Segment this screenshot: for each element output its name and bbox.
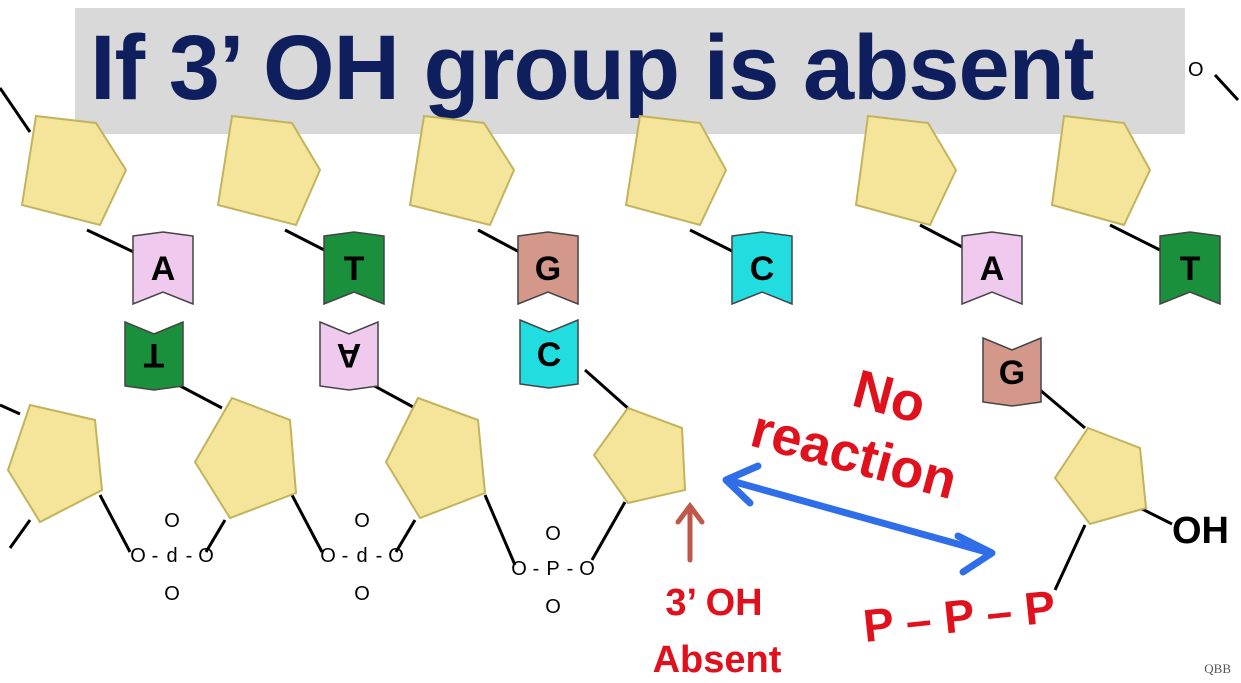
phosphate-atom: P [546,558,559,580]
base-letter: A [980,250,1005,288]
base-shape [132,231,194,306]
sugar-ring [6,403,104,524]
base-letter: C [537,336,562,374]
phosphate-group: O-d-OOO [320,510,404,605]
sugar-ring [1053,426,1148,526]
base-G: G [982,336,1042,407]
phosphate-atom: O [130,545,146,567]
phosphate-atom: - [186,545,193,567]
base-letter: T [1180,250,1201,288]
base-letter: A [151,250,176,288]
base-T: T [1159,231,1221,306]
phosphate-group: O-d-OOO [130,510,214,605]
sugar-ring [216,114,322,227]
phosphate-atom: O [164,510,180,532]
base-shape [124,320,184,391]
base-letter: T [344,250,365,288]
phosphate-atom: O [511,558,527,580]
partial-o-label: O [1188,59,1204,81]
sugar-ring [408,114,516,227]
phosphate-atom: O [198,545,214,567]
oh-absent-label: 3’ OH Absent [653,582,782,681]
phosphate-atom: - [567,558,574,580]
oh-group-label: OH [1172,510,1229,552]
base-shape [517,231,579,306]
backbone-lines [0,73,1240,591]
phosphate-group: O-P-OOO [511,523,595,618]
phosphate-atom: O [164,583,180,605]
sugar-ring [1050,114,1152,227]
watermark: QBB [1204,661,1231,676]
base-T: T [124,320,184,391]
phosphate-atom: O [579,558,595,580]
base-A: A [961,231,1023,306]
base-shape [982,336,1042,407]
oh-absent-line1: 3’ OH [665,582,762,624]
phosphate-atom: - [342,545,349,567]
base-T: T [323,231,385,306]
phosphate-atom: - [376,545,383,567]
phosphate-atom: O [320,545,336,567]
phosphate-atom: - [533,558,540,580]
base-shape [1159,231,1221,306]
phosphate-atom: d [356,545,367,567]
phosphate-atom: O [545,596,561,618]
phosphate-atom: O [545,523,561,545]
sugar-ring [592,406,687,505]
no-reaction-arrow [722,462,996,576]
sugar-ring [624,114,728,227]
base-G: G [517,231,579,306]
no-reaction-line1: No [847,359,932,436]
title-banner [75,8,1185,134]
phosphate-atom: d [166,545,177,567]
base-letter: C [750,250,775,288]
sugar-ring [384,396,487,520]
slide-title: If 3’ OH group is absent [90,17,1094,119]
triphosphate-label: P – P – P [861,580,1058,652]
base-shape [319,320,379,391]
oh-absent-line2: Absent [653,639,782,681]
base-letter: A [337,336,362,374]
base-shape [961,231,1023,306]
base-A: A [319,320,379,391]
base-shape [731,231,793,306]
oh-absent-arrow [675,501,705,563]
phosphate-atom: O [354,510,370,532]
base-C: C [731,231,793,306]
sugar-ring [20,114,128,227]
no-reaction-label: No reaction [745,359,963,511]
base-A: A [132,231,194,306]
base-shape [323,231,385,306]
base-letter: G [999,354,1025,392]
sugar-ring [854,114,958,227]
sugar-rings [6,114,1152,526]
phosphate-atom: - [152,545,159,567]
base-letter: G [535,250,561,288]
base-C: C [519,318,579,389]
phosphate-atom: O [388,545,404,567]
nucleotide-bases: A T G C A T T A C G [124,231,1221,407]
sugar-ring [193,396,298,520]
base-letter: T [143,336,164,374]
base-shape [519,318,579,389]
phosphate-atom: O [354,583,370,605]
